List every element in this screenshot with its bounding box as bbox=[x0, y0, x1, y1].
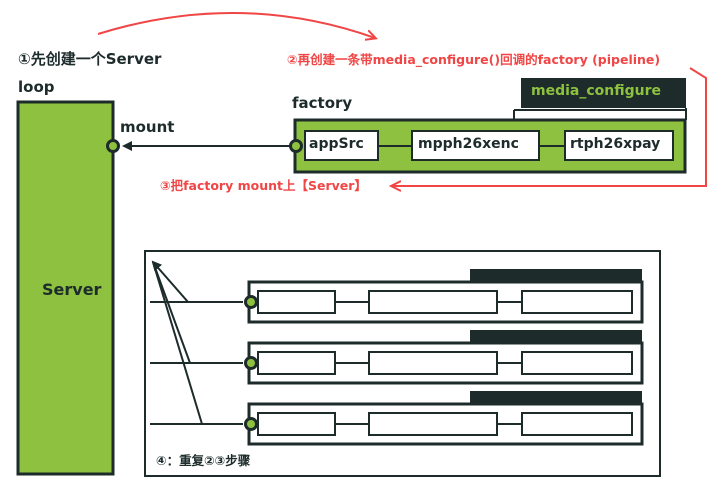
repeat-mount-arrows bbox=[150, 260, 243, 425]
server-name-label: Server bbox=[42, 280, 102, 299]
factory-label: factory bbox=[292, 94, 353, 112]
media-configure-label: media_configure bbox=[531, 83, 661, 99]
step4-label: ④：重复②③步骤 bbox=[156, 453, 251, 468]
repeated-pipeline-2 bbox=[244, 330, 644, 385]
factory-port bbox=[289, 139, 303, 153]
step2-label: ②再创建一条带media_configure()回调的factory (pipe… bbox=[287, 52, 661, 67]
server-block bbox=[16, 100, 115, 476]
server-mount-port bbox=[106, 139, 120, 153]
server-loop-label: loop bbox=[18, 78, 55, 96]
media-configure-tag bbox=[521, 78, 686, 108]
step3-label: ③把factory mount上【Server】 bbox=[160, 178, 367, 193]
step1-to-step2-arrow bbox=[97, 11, 375, 38]
element-rtph26xpay bbox=[564, 130, 674, 161]
step2-to-step3-arrow bbox=[392, 67, 707, 186]
mpph26xenc-label: mpph26xenc bbox=[418, 136, 519, 152]
rtph26xpay-label: rtph26xpay bbox=[570, 136, 661, 152]
mount-label: mount bbox=[120, 118, 175, 136]
step1-label: ①先创建一个Server bbox=[18, 50, 162, 68]
repeated-pipeline-1 bbox=[244, 269, 644, 324]
repeated-pipeline-3 bbox=[244, 391, 644, 446]
appsrc-label: appSrc bbox=[309, 136, 364, 152]
